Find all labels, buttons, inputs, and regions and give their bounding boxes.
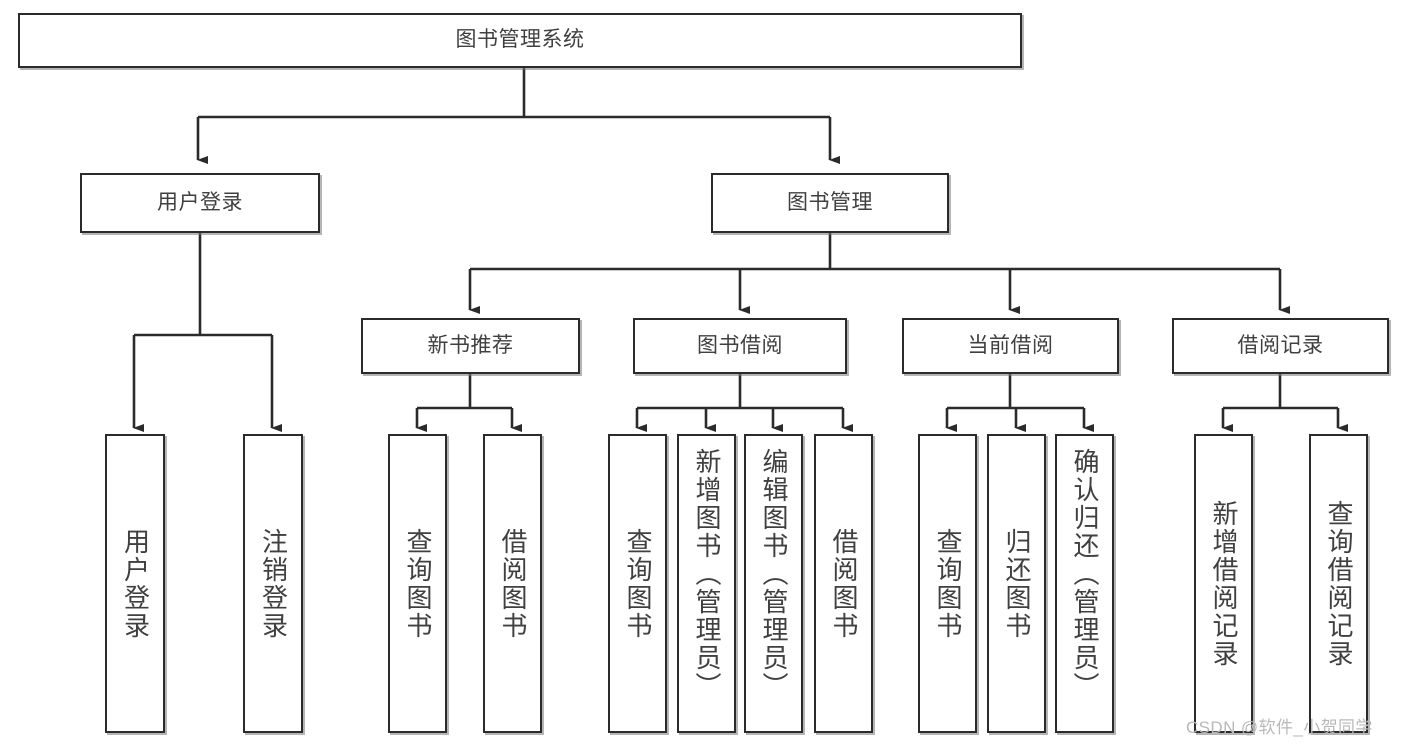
node-label: 注销登录	[258, 527, 289, 640]
leaf-book-borrow-query-book[interactable]: 查询图书	[608, 434, 667, 733]
node-label: 查询借阅记录	[1324, 499, 1355, 668]
node-current-borrow[interactable]: 当前借阅	[902, 318, 1119, 374]
watermark: CSDN @软件_小贺同学	[1186, 718, 1373, 737]
leaf-borrow-records-query-record[interactable]: 查询借阅记录	[1309, 434, 1368, 733]
node-label: 归还图书	[1002, 527, 1033, 640]
leaf-book-borrow-add-book-admin[interactable]: 新增图书（管理员）	[677, 434, 736, 733]
node-label: 新增借阅记录	[1209, 499, 1240, 668]
leaf-book-borrow-borrow-book[interactable]: 借阅图书	[814, 434, 873, 733]
leaf-user-login-signin[interactable]: 用户登录	[105, 434, 165, 733]
node-book-borrow[interactable]: 图书借阅	[633, 318, 847, 374]
node-label: 用户登录	[157, 190, 243, 214]
node-label: 新书推荐	[427, 333, 514, 357]
leaf-current-borrow-return-book[interactable]: 归还图书	[987, 434, 1046, 733]
leaf-new-book-query-book[interactable]: 查询图书	[388, 434, 447, 733]
leaf-book-borrow-edit-book-admin[interactable]: 编辑图书（管理员）	[744, 434, 803, 733]
node-label: 借阅图书	[498, 527, 529, 640]
node-label: 编辑图书（管理员）	[759, 448, 790, 700]
node-label: 图书管理	[787, 190, 873, 214]
node-label: 查询图书	[623, 527, 654, 640]
node-label: 图书借阅	[697, 333, 783, 357]
node-new-book-recommend[interactable]: 新书推荐	[361, 318, 580, 374]
node-label: 新增图书（管理员）	[692, 448, 723, 700]
node-label: 图书管理系统	[455, 28, 585, 52]
node-root-book-management-system[interactable]: 图书管理系统	[18, 13, 1022, 68]
node-book-management[interactable]: 图书管理	[711, 173, 949, 233]
node-label: 用户登录	[120, 527, 151, 640]
leaf-borrow-records-add-record[interactable]: 新增借阅记录	[1194, 434, 1253, 733]
node-label: 确认归还（管理员）	[1070, 448, 1101, 700]
node-borrow-records[interactable]: 借阅记录	[1172, 318, 1389, 374]
node-label: 借阅图书	[829, 527, 860, 640]
node-label: 查询图书	[933, 527, 964, 640]
node-label: 查询图书	[403, 527, 434, 640]
node-user-login[interactable]: 用户登录	[80, 173, 320, 233]
leaf-new-book-borrow-book[interactable]: 借阅图书	[483, 434, 542, 733]
node-label: 借阅记录	[1237, 333, 1324, 357]
leaf-user-login-signout[interactable]: 注销登录	[243, 434, 303, 733]
leaf-current-borrow-confirm-return-admin[interactable]: 确认归还（管理员）	[1055, 434, 1114, 733]
node-label: 当前借阅	[967, 333, 1054, 357]
leaf-current-borrow-query-book[interactable]: 查询图书	[918, 434, 977, 733]
